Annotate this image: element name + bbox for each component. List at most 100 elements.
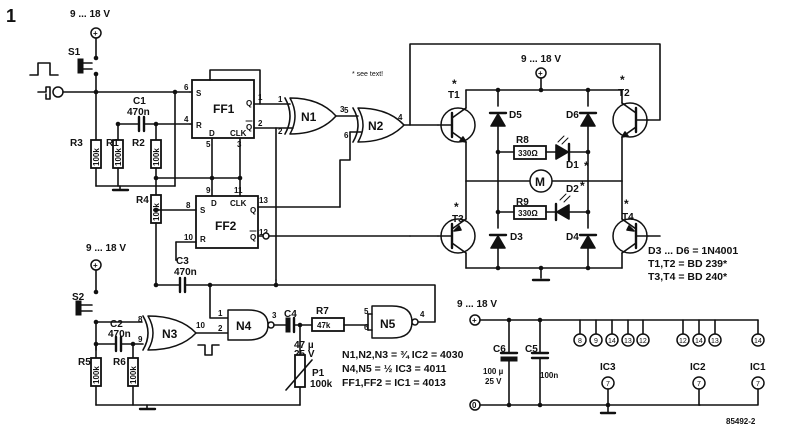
r7-value: 47k [317, 321, 331, 330]
n4-label: N4 [236, 319, 252, 333]
ff1-pin-2: 2 [258, 119, 263, 128]
ic3-pin-d: 13 [624, 338, 632, 345]
t4-label: T4 [622, 212, 634, 223]
flipflop-ff2: FF2 S R D CLK Q Q 8 10 13 12 9 11 [184, 186, 268, 249]
ic-rail-plus: + [472, 316, 477, 325]
n4-pin-3: 3 [272, 311, 277, 320]
transistor-t1: T1 * [437, 77, 476, 143]
r3-label: R3 [70, 138, 83, 149]
note-t12: T1,T2 = BD 239* [648, 258, 728, 270]
ff1-s: S [196, 89, 202, 98]
d4-label: D4 [566, 232, 579, 243]
ff2-pin-12: 12 [259, 228, 268, 237]
supply-label-ic: 9 ... 18 V [457, 299, 497, 310]
supply-plus-sign-2: + [93, 261, 98, 270]
ic1-label: IC1 [750, 362, 766, 373]
c6-label: C6 [493, 344, 506, 355]
ff1-label: FF1 [213, 102, 235, 116]
switch-s1: S1 [68, 47, 99, 91]
ic3-label: IC3 [600, 362, 616, 373]
transistor-t4: T4 * [612, 197, 649, 254]
r7-label: R7 [316, 306, 329, 317]
d3-label: D3 [510, 232, 523, 243]
ic-note-n123: N1,N2,N3 = ¾ IC2 = 4030 [342, 349, 464, 361]
resistor-r9: R9 330Ω [495, 197, 556, 220]
ff2-pin-13: 13 [259, 196, 268, 205]
diode-d4: D4 [566, 180, 598, 269]
resistor-r3: R3 100k [70, 91, 102, 187]
n5-pin-5: 5 [364, 307, 369, 316]
ff1-pin-5: 5 [206, 140, 211, 149]
ff1-clk: CLK [230, 129, 247, 138]
r2-label: R2 [132, 138, 145, 149]
note-t34: T3,T4 = BD 240* [648, 271, 728, 283]
flipflop-ff1: FF1 S R D CLK Q Q 6 4 1 2 5 3 [184, 79, 263, 149]
transistor-t3: T3 * [437, 200, 476, 254]
note-diodes: D3 ... D6 = 1N4001 [648, 245, 738, 257]
ff2-d: D [211, 199, 217, 208]
svg-text:*: * [620, 73, 625, 87]
capacitor-c6: C6 100 µ 25 V [483, 319, 519, 406]
ff2-pin-11: 11 [234, 186, 243, 195]
gate-n5: N5 5 6 4 [364, 305, 425, 339]
n3-pin-9: 9 [138, 335, 143, 344]
r3-value: 100k [92, 148, 101, 166]
c6-voltage: 25 V [485, 377, 502, 386]
ic1-pin-a: 14 [754, 338, 762, 345]
n5-pin-4: 4 [420, 310, 425, 319]
d5-label: D5 [509, 110, 522, 121]
ic3-pin-e: 12 [639, 338, 647, 345]
potentiometer-p1: P1 100k [285, 324, 333, 406]
c6-value: 100 µ [483, 367, 504, 376]
ic3-pin-c: 14 [608, 338, 616, 345]
ic2-pin-c: 13 [711, 338, 719, 345]
n5-label: N5 [380, 317, 396, 331]
svg-text:*: * [624, 197, 629, 211]
motor-label: M [535, 175, 545, 189]
ff1-qbar: Q [246, 123, 252, 132]
s2-label: S2 [72, 292, 85, 303]
r1-label: R1 [106, 138, 119, 149]
svg-text:*: * [584, 159, 589, 173]
svg-text:*: * [454, 200, 459, 214]
ff2-label: FF2 [215, 219, 237, 233]
t2-label: T2 [618, 88, 630, 99]
c5-value: 100n [540, 371, 558, 380]
capacitor-c1: C1 470n [115, 96, 191, 133]
resistor-r6: R6 100k [113, 343, 139, 406]
figure-number: 1 [6, 6, 16, 26]
r6-value: 100k [129, 366, 138, 384]
supply-label-mid-left: 9 ... 18 V [86, 243, 126, 254]
led-d1: D1 * [555, 135, 591, 173]
ff2-clk: CLK [230, 199, 247, 208]
ic3-gnd-pin: 7 [606, 381, 610, 388]
c4-value: 47 µ [294, 340, 314, 351]
figure-code: 85492-2 [726, 417, 756, 426]
n4-pin-2: 2 [218, 324, 223, 333]
supply-bridge: 9 ... 18 V + [521, 54, 561, 91]
supply-label-bridge: 9 ... 18 V [521, 54, 561, 65]
ic3-pin-a: 8 [578, 338, 582, 345]
c1-value: 470n [127, 107, 150, 118]
ff1-pin-6: 6 [184, 83, 189, 92]
n3-pin-10: 10 [196, 321, 205, 330]
led-d2: D2 * [554, 179, 591, 222]
ff2-s: S [200, 206, 206, 215]
resistor-r7: R7 47k [311, 306, 369, 332]
p1-value: 100k [310, 379, 333, 390]
ic-note-ff: FF1,FF2 = IC1 = 4013 [342, 377, 446, 389]
n5-pin-6: 6 [364, 323, 369, 332]
capacitor-c2: C2 470n [93, 319, 144, 353]
ic-note-n45: N4,N5 = ½ IC3 = 4011 [342, 363, 447, 375]
svg-text:*: * [452, 77, 457, 91]
ic-rail-zero: 0 [472, 401, 477, 410]
resistor-r8: R8 330Ω [495, 135, 557, 160]
c3-label: C3 [176, 256, 189, 267]
supply-plus-sign-3: + [538, 69, 543, 78]
ic2-label: IC2 [690, 362, 706, 373]
c3-value: 470n [174, 267, 197, 278]
supply-label-top-left: 9 ... 18 V [70, 9, 110, 20]
n2-pin-6: 6 [344, 131, 349, 140]
svg-text:*: * [580, 179, 585, 193]
diode-d3: D3 [488, 180, 523, 269]
